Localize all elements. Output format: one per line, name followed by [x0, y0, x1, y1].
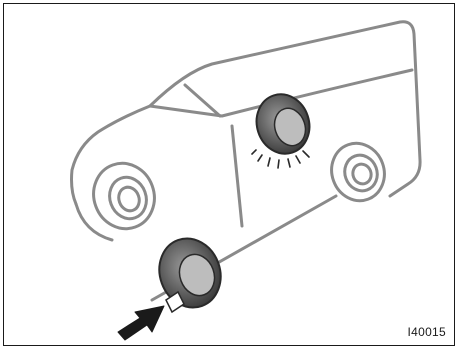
arrow-icon: [118, 306, 164, 340]
front-right-tire: [150, 230, 230, 316]
spare-tire: [249, 87, 317, 160]
figure-code: I40015: [407, 325, 446, 339]
front-left-wheel: [85, 155, 164, 238]
